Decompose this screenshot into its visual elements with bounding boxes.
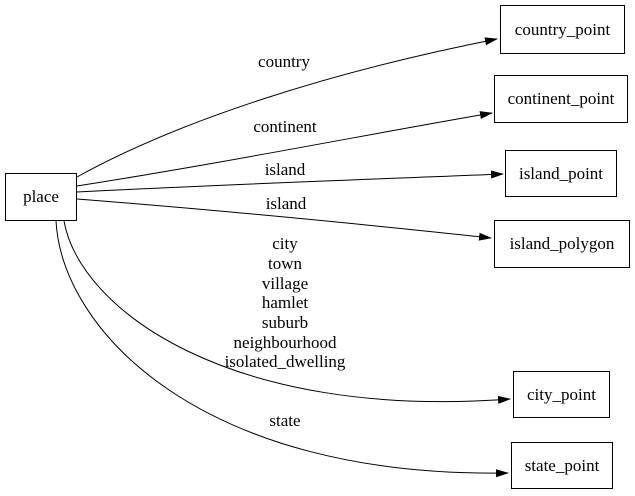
node-island_polygon: island_polygon [494,220,630,268]
node-label: island_polygon [509,234,615,253]
node-city_point: city_point [513,371,610,418]
edge-place-island_polygon [76,198,492,241]
node-label: continent_point [507,89,615,108]
node-label: state_point [524,455,600,475]
node-state_point: state_point [511,442,613,489]
edge-label-line: state [269,411,301,431]
node-label: country_point [514,19,611,39]
edge-place-island_point [76,170,504,193]
edge-place-country_point [76,37,498,178]
node-continent_point: continent_point [494,75,628,123]
edge-label-place-island_point: island [265,160,306,180]
edge-place-city_point [63,220,511,404]
node-island_point: island_point [505,150,617,197]
edge-label-place-continent_point: continent [253,117,316,137]
node-label: city_point [527,384,596,404]
node-place: place [5,173,77,221]
node-label: island_point [518,163,604,183]
node-country_point: country_point [500,5,625,54]
edge-label-line: isolated_dwelling [224,352,346,372]
edge-label-place-country_point: country [258,52,310,72]
edge-place-state_point [55,220,509,478]
edge-label-line: island [265,194,307,214]
edge-label-line: town [268,253,302,273]
edge-place-continent_point [76,111,493,187]
edge-label-place-state_point: state [269,411,300,431]
edge-label-line: neighbourhood [233,332,337,352]
edge-label-line: village [261,273,309,293]
edge-label-line: island [264,160,306,180]
node-label: place [23,187,59,206]
edge-label-line: suburb [261,312,309,332]
edge-label-line: hamlet [261,293,309,313]
edge-label-line: continent [253,117,317,137]
edge-label-line: city [272,234,298,254]
edge-label-place-island_polygon: island [266,194,307,214]
edge-label-line: country [258,52,310,72]
